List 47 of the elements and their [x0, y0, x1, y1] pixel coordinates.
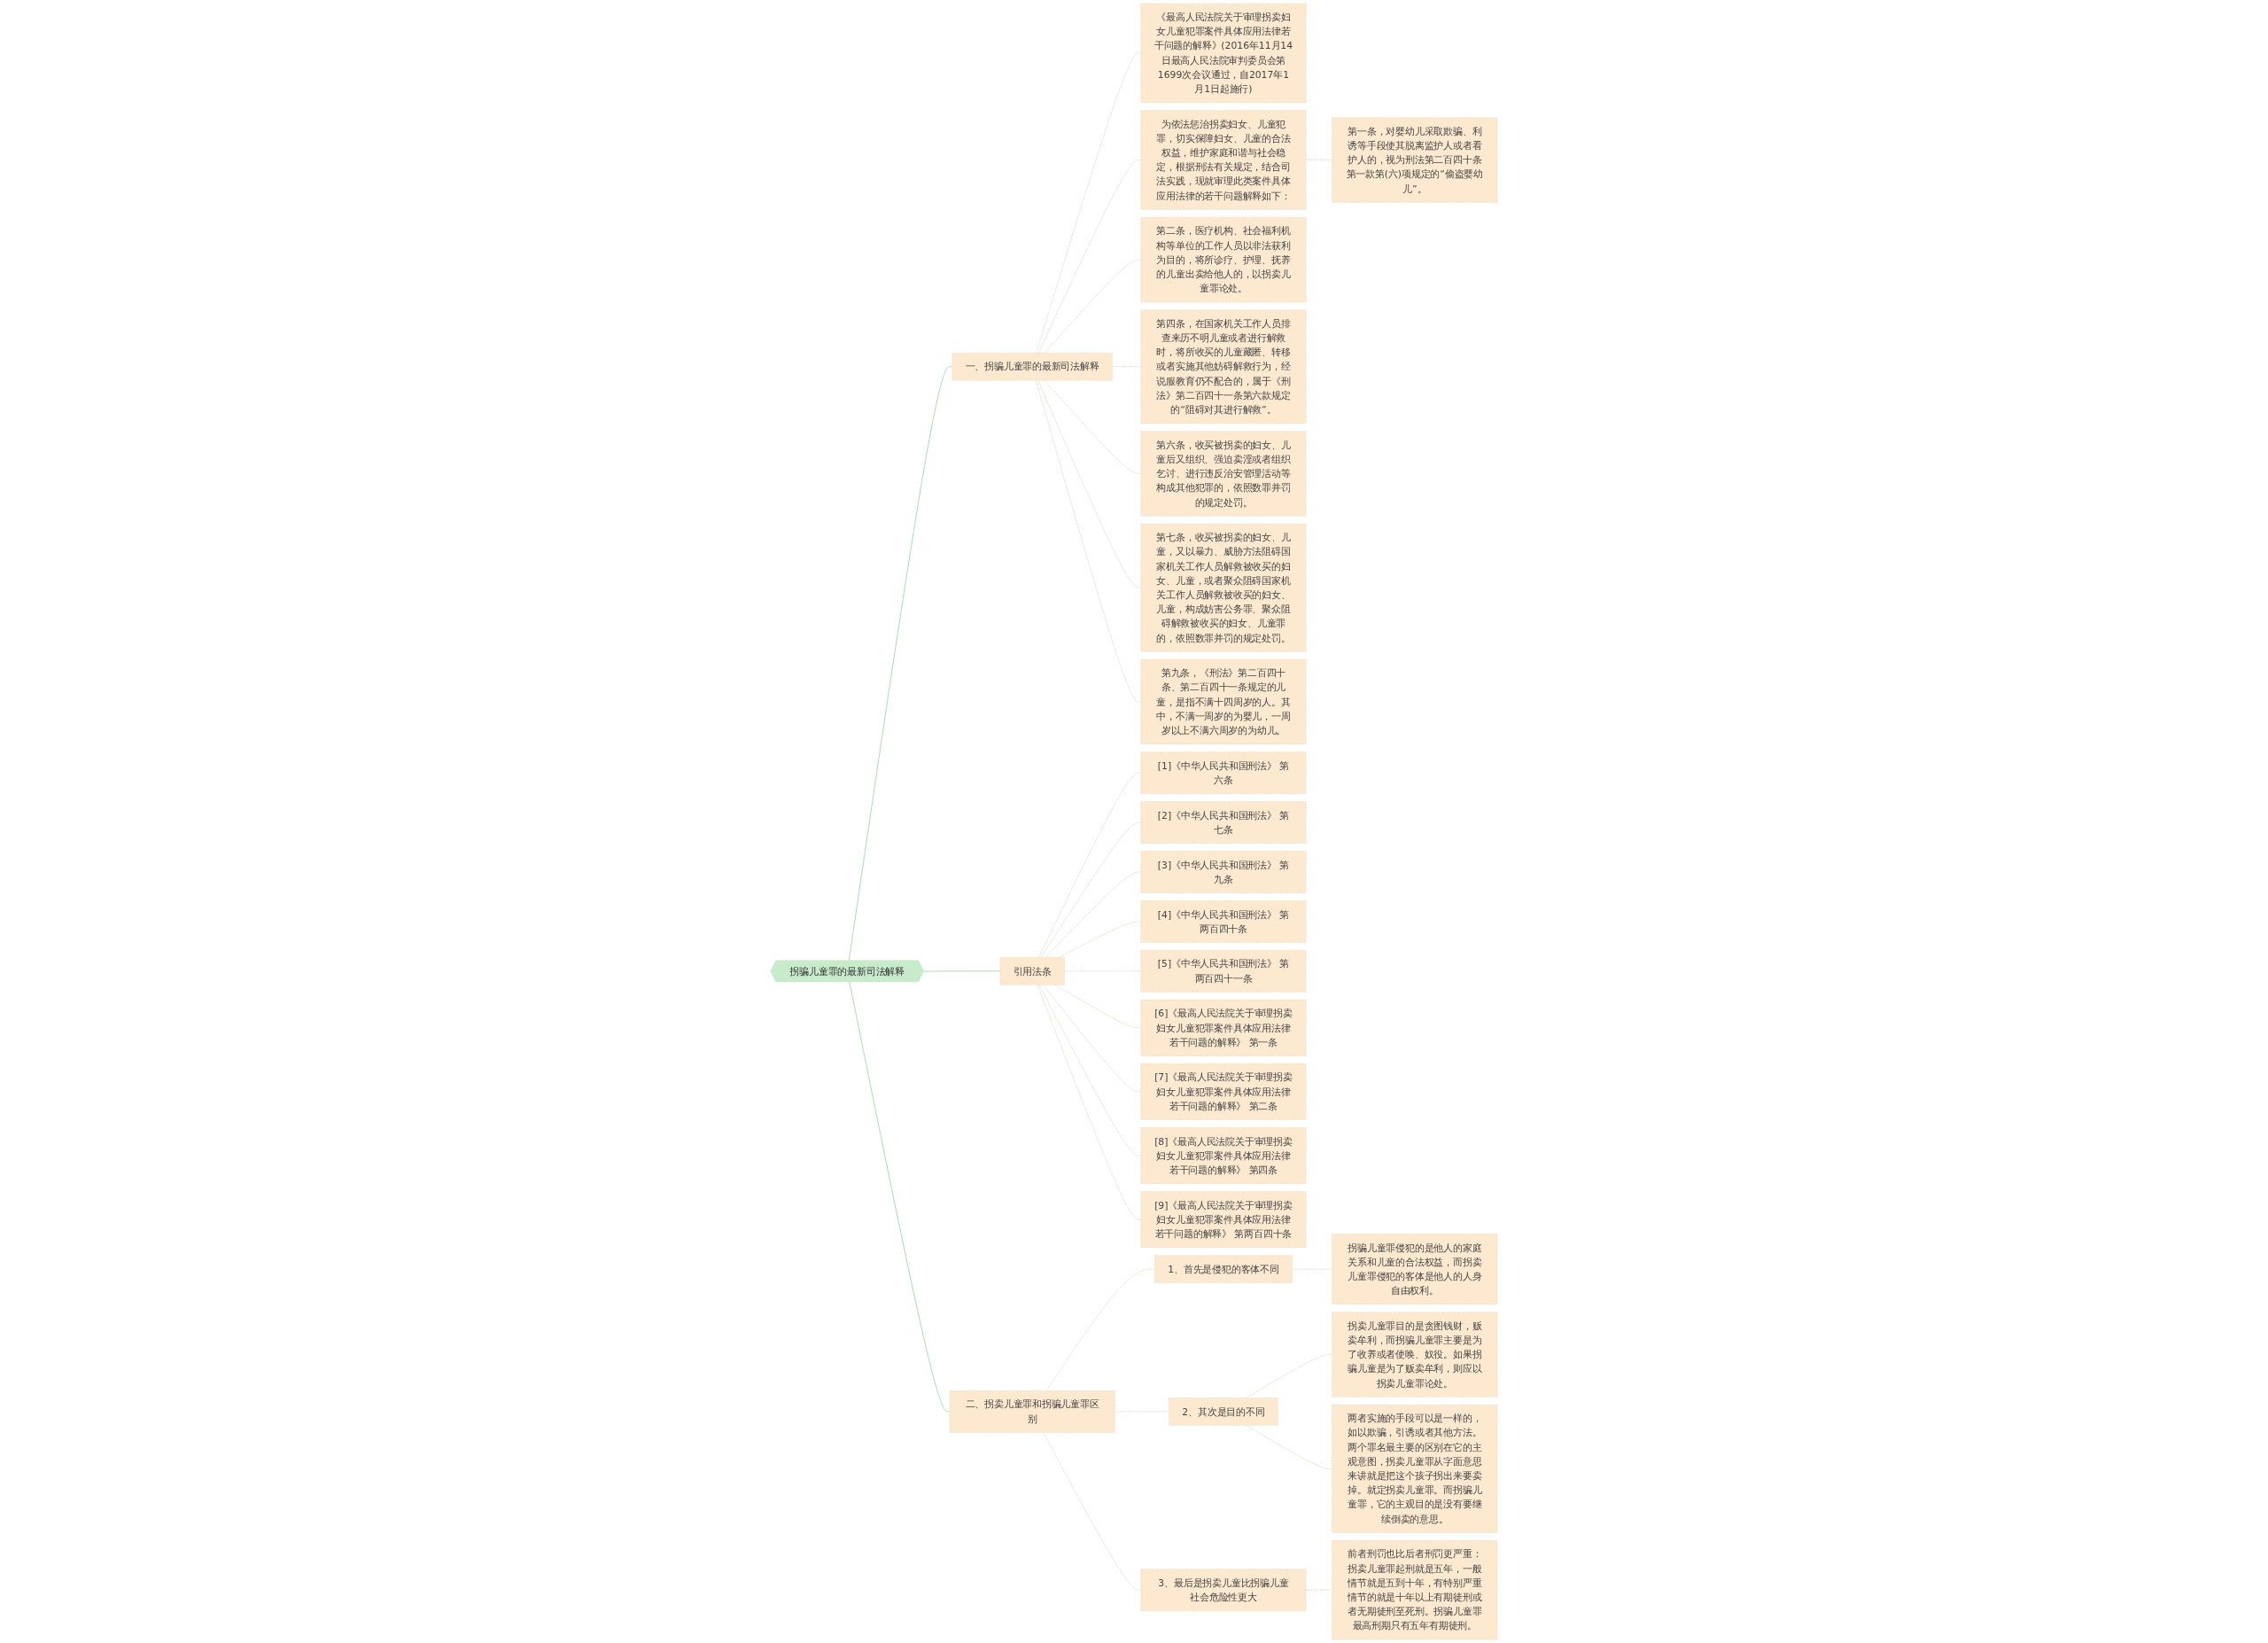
node-box: 2、其次是目的不同: [1169, 1398, 1278, 1426]
connector: [1036, 52, 1142, 354]
node-box: 《最高人民法院关于审理拐卖妇女儿童犯罪案件具体应用法律若干问题的解释》(2016年11月14日最高人民法院审判委员会第1699次会议通过，自2017年1月1日起施行): [1140, 3, 1307, 103]
node-box: 1、首先是侵犯的客体不同: [1154, 1255, 1293, 1283]
node-box: 第六条，收买被拐卖的妇女、儿童后又组织、强迫卖淫或者组织乞讨、进行违反治安管理活动等构成其他犯罪的，依照数罪并罚的规定处罚。: [1140, 431, 1307, 517]
node-box: 一、拐骗儿童罪的最新司法解释: [951, 353, 1113, 381]
connector: [1038, 984, 1142, 1156]
node-box: 3、最后是拐卖儿童比拐骗儿童社会危险性更大: [1140, 1569, 1307, 1611]
connector: [923, 970, 1001, 972]
node-box: [9]《最高人民法院关于审理拐卖妇女儿童犯罪案件具体应用法律若干问题的解释》 第两百四十条: [1140, 1191, 1307, 1249]
connector: [1111, 366, 1142, 368]
connector: [1045, 1268, 1155, 1391]
node-box: 引用法条: [999, 957, 1065, 985]
node-box: [3]《中华人民共和国刑法》 第九条: [1140, 851, 1307, 893]
node-box: 拐骗儿童罪侵犯的是他人的家庭关系和儿童的合法权益，而拐卖儿童罪侵犯的客体是他人的人身自由权利。: [1332, 1234, 1498, 1305]
node-box: 两者实施的手段可以是一样的，如以欺骗，引诱或者其他方法。两个罪名最主要的区别在它的主观意图，拐卖儿童罪从字面意思来讲就是把这个孩子拐出来要卖掉。就定拐卖儿童罪。而拐骗儿童罪，它的主观目的是没有要继续倒卖的意思。: [1332, 1404, 1498, 1533]
connector: [1037, 984, 1142, 1220]
connector: [848, 366, 953, 962]
node-box: [8]《最高人民法院关于审理拐卖妇女儿童犯罪案件具体应用法律若干问题的解释》 第四条: [1140, 1127, 1307, 1184]
node-box: [4]《中华人民共和国刑法》 第两百四十条: [1140, 900, 1307, 943]
node-box: 第四条，在国家机关工作人员排查来历不明儿童或者进行解救时，将所收买的儿童藏匿、转移或者实施其他妨碍解救行为，经说服教育仍不配合的，属于《刑法》第二百四十一条第六款规定的“阻碍对其进行解救”。: [1140, 309, 1307, 424]
connector: [1045, 871, 1142, 958]
connector: [849, 981, 951, 1413]
connector: [1037, 379, 1142, 588]
connector: [1042, 984, 1142, 1093]
node-box: [2]《中华人民共和国刑法》 第七条: [1140, 801, 1307, 844]
node-box: 为依法惩治拐卖妇女、儿童犯罪，切实保障妇女、儿童的合法权益，维护家庭和谐与社会稳定，根据刑法有关规定，结合司法实践，现就审理此类案件具体应用法律的若干问题解释如下：: [1140, 110, 1307, 210]
node-box: [6]《最高人民法院关于审理拐卖妇女儿童犯罪案件具体应用法律若干问题的解释》 第一条: [1140, 1000, 1307, 1056]
connector: [1044, 379, 1142, 474]
node-box: 前者刑罚也比后者刑罚更严重：拐卖儿童罪起刑就是五年，一般情节就是五到十年，有特别严重情节的就是十年以上有期徒刑或者无期徒刑至死刑。拐骗儿童罪最高刑期只有五年有期徒刑。: [1332, 1540, 1498, 1640]
connector: [1037, 160, 1142, 354]
node-box: 第一条，对婴幼儿采取欺骗、利诱等手段使其脱离监护人或者看护人的，视为刑法第二百四十条第一款第(六)项规定的“偷盗婴幼儿”。: [1332, 117, 1498, 203]
node-box: 第二条，医疗机构、社会福利机构等单位的工作人员以非法获利为目的，将所诊疗、护理、抚养的儿童出卖给他人的，以拐卖儿童罪论处。: [1140, 217, 1307, 303]
node-box: 拐卖儿童罪目的是贪图钱财，贩卖牟利，而拐骗儿童罪主要是为了收养或者使唤、奴役。如果拐骗儿童是为了贩卖牟利，则应以拐卖儿童罪论处。: [1332, 1312, 1498, 1398]
node-box: [1]《中华人民共和国刑法》 第六条: [1140, 751, 1307, 794]
connector: [1246, 1424, 1333, 1469]
node-box: 第七条，收买被拐卖的妇女、儿童，又以暴力、威胁方法阻碍国家机关工作人员解救被收买的妇女、儿童，或者聚众阻碍国家机关工作人员解救被收买的妇女、儿童，构成妨害公务罪、聚众阻碍解救被收买的妇女、儿童罪的，依照数罪并罚的规定处罚。: [1140, 523, 1307, 652]
connector: [1044, 259, 1142, 354]
connector: [1036, 379, 1142, 703]
connector: [1038, 772, 1142, 958]
node-box: 第九条，《刑法》第二百四十条、第二百四十一条规定的儿童，是指不满十四周岁的人。其中，不满一周岁的为婴儿，一周岁以上不满六周岁的为幼儿。: [1140, 658, 1307, 745]
connector: [1246, 1354, 1333, 1398]
connector: [1040, 822, 1142, 958]
node-box: [7]《最高人民法院关于审理拐卖妇女儿童犯罪案件具体应用法律若干问题的解释》 第二条: [1140, 1063, 1307, 1120]
node-box: 二、拐卖儿童罪和拐骗儿童罪区别: [949, 1390, 1115, 1433]
node-box: [5]《中华人民共和国刑法》 第两百四十一条: [1140, 950, 1307, 993]
connector: [1054, 984, 1142, 1029]
